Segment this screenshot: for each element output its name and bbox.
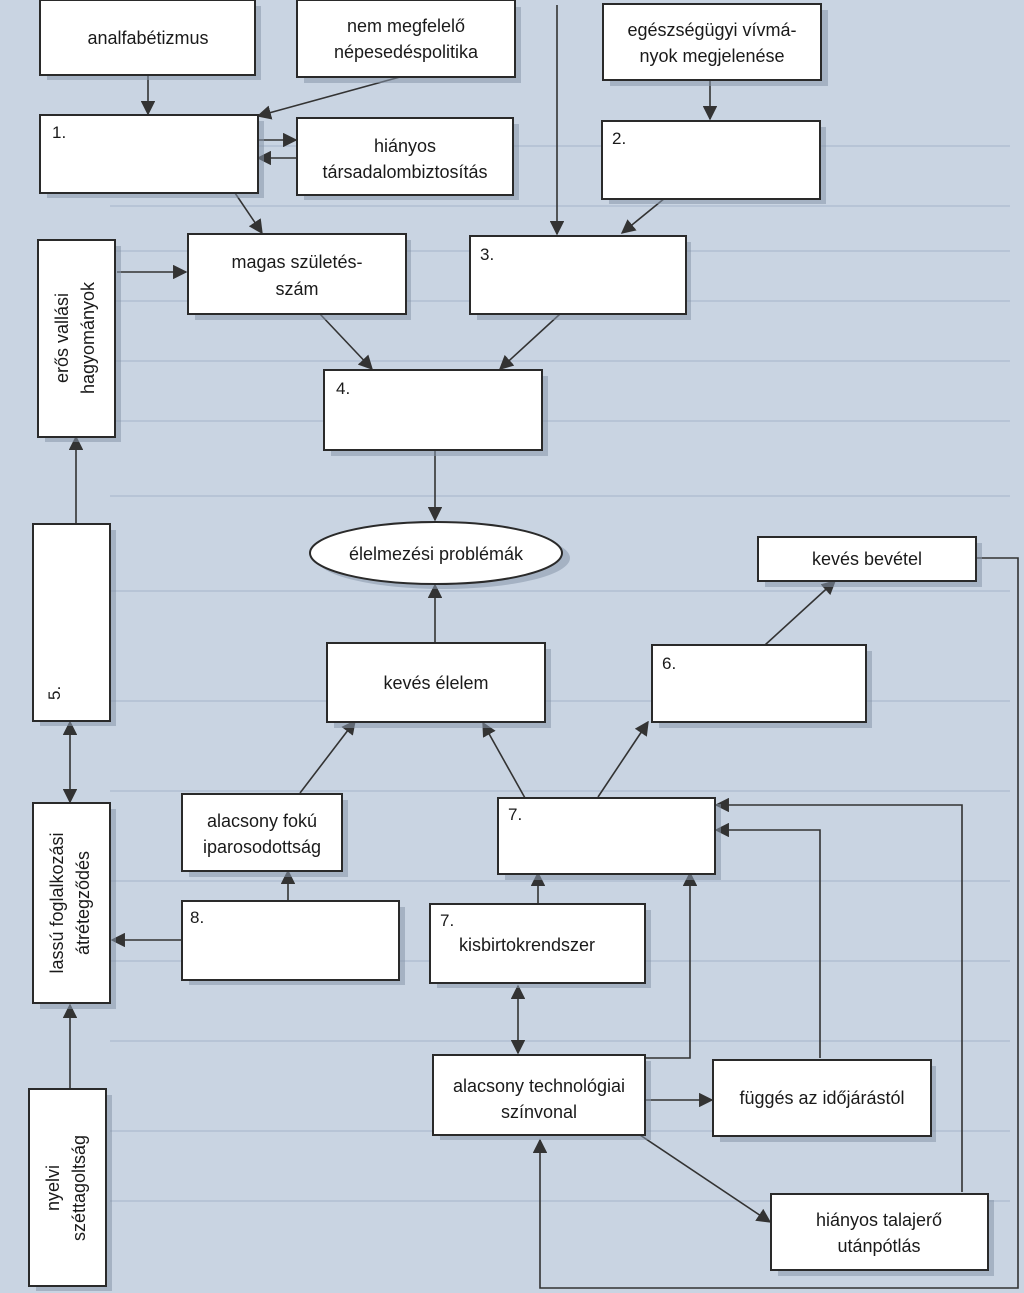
- node-1-label: 1.: [52, 123, 66, 142]
- node-1: 1.: [39, 114, 264, 198]
- node-talajero-line2: utánpótlás: [837, 1236, 920, 1256]
- node-talajero: hiányos talajerő utánpótlás: [770, 1193, 994, 1276]
- node-iparosodottsag-line2: iparosodottság: [203, 837, 321, 857]
- node-nepesedes-line2: népesedéspolitika: [334, 42, 479, 62]
- node-analfabetizmus: analfabétizmus: [39, 0, 261, 80]
- node-5-label: 5.: [45, 686, 64, 700]
- node-elelmezesi-problemak: élelmezési problémák: [309, 521, 570, 589]
- node-elelmezesi-label: élelmezési problémák: [349, 544, 524, 564]
- node-keves-bevetel-label: kevés bevétel: [812, 549, 922, 569]
- node-nepesedes-line1: nem megfelelő: [347, 16, 465, 36]
- node-5: 5.: [32, 523, 116, 726]
- node-2: 2.: [601, 120, 826, 204]
- node-egeszsegugyi: egészségügyi vívmá- nyok megjelenése: [602, 3, 828, 86]
- node-kisbirtok-label: kisbirtokrendszer: [459, 935, 595, 955]
- node-egeszsegugyi-line1: egészségügyi vívmá-: [627, 20, 796, 40]
- node-iparosodottsag: alacsony fokú iparosodottság: [181, 793, 348, 877]
- node-foglalkozasi-line2: átrétegződés: [73, 851, 93, 955]
- node-7a: 7.: [497, 797, 721, 880]
- node-tarsadalom-line2: társadalombiztosítás: [322, 162, 487, 182]
- node-keves-bevetel: kevés bevétel: [757, 536, 982, 587]
- node-2-label: 2.: [612, 129, 626, 148]
- node-tarsadalombiztositas: hiányos társadalombiztosítás: [296, 117, 519, 200]
- node-keves-elelem-label: kevés élelem: [383, 673, 488, 693]
- node-foglalkozasi-atretegzodes: lassú foglalkozási átrétegződés: [32, 802, 116, 1009]
- node-idojaras: függés az időjárástól: [712, 1059, 936, 1142]
- node-iparosodottsag-line1: alacsony fokú: [207, 811, 317, 831]
- node-egeszsegugyi-line2: nyok megjelenése: [639, 46, 784, 66]
- node-6: 6.: [651, 644, 872, 728]
- node-technologia: alacsony technológiai színvonal: [432, 1054, 651, 1140]
- node-keves-elelem: kevés élelem: [326, 642, 551, 728]
- node-4: 4.: [323, 369, 548, 456]
- node-6-label: 6.: [662, 654, 676, 673]
- node-nyelvi-szettagoltsag: nyelvi széttagoltság: [28, 1088, 112, 1291]
- node-7a-label: 7.: [508, 805, 522, 824]
- node-szuletes-line1: magas születés-: [231, 252, 362, 272]
- node-szuletesszam: magas születés- szám: [187, 233, 411, 320]
- node-tarsadalom-line1: hiányos: [374, 136, 436, 156]
- node-8: 8.: [181, 900, 405, 985]
- node-foglalkozasi-line1: lassú foglalkozási: [47, 832, 67, 973]
- node-idojaras-label: függés az időjárástól: [739, 1088, 904, 1108]
- node-vallasi-line2: hagyományok: [78, 281, 98, 394]
- node-nyelvi-line1: nyelvi: [43, 1165, 63, 1211]
- node-4-label: 4.: [336, 379, 350, 398]
- node-kisbirtok-number: 7.: [440, 911, 454, 930]
- node-3: 3.: [469, 235, 691, 320]
- node-8-label: 8.: [190, 908, 204, 927]
- node-technologia-line2: színvonal: [501, 1102, 577, 1122]
- node-szuletes-line2: szám: [275, 279, 318, 299]
- node-talajero-line1: hiányos talajerő: [816, 1210, 942, 1230]
- node-technologia-line1: alacsony technológiai: [453, 1076, 625, 1096]
- node-analfabetizmus-label: analfabétizmus: [87, 28, 208, 48]
- node-3-label: 3.: [480, 245, 494, 264]
- node-nyelvi-line2: széttagoltság: [69, 1135, 89, 1241]
- node-vallasi-hagyomanyok: erős vallási hagyományok: [37, 239, 121, 442]
- node-nepesedespolitika: nem megfelelő népesedéspolitika: [296, 0, 521, 83]
- node-kisbirtokrendszer: 7. kisbirtokrendszer: [429, 903, 651, 988]
- node-vallasi-line1: erős vallási: [52, 293, 72, 383]
